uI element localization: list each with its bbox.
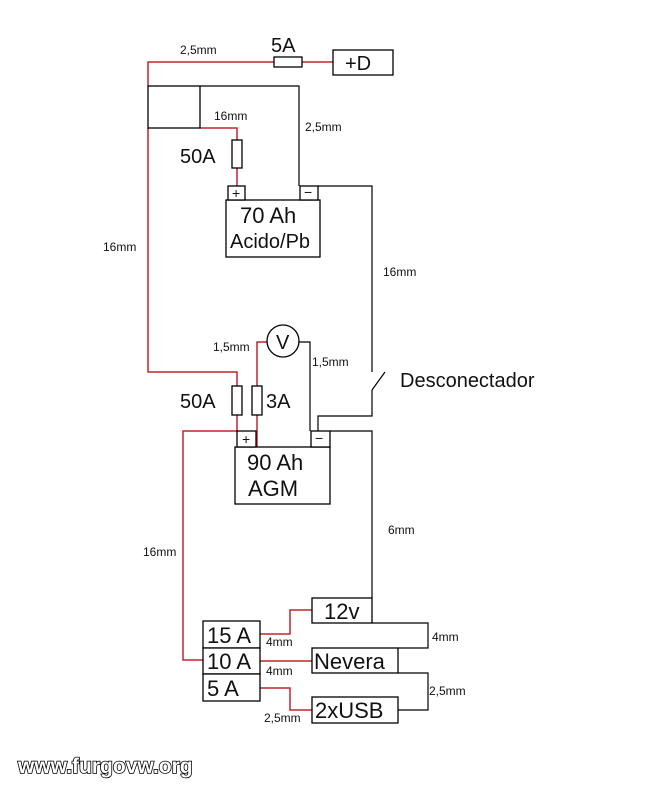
disconnector-label: Desconectador: [400, 370, 535, 392]
plus-d-box: [332, 49, 394, 76]
battery2-plus-terminal: [236, 430, 257, 448]
fuse-3a-body: [251, 385, 263, 416]
output-12v-box: [311, 597, 373, 624]
disconnector-switch-lever: [371, 371, 386, 391]
wire-size-16mm-left: 16mm: [103, 240, 136, 254]
fuse-5a-bottom-box: [202, 673, 261, 702]
fuse-15a-label: 15 A: [207, 623, 251, 648]
wire-size-4mm-right: 4mm: [432, 630, 459, 644]
wire-top-to-5a-fuse: [147, 61, 274, 86]
wire-battery1-neg-16mm: [318, 185, 373, 372]
wire-15a-to-12v: [260, 609, 312, 635]
fuse-50a-2-label: 50A: [180, 391, 216, 413]
voltmeter-label: V: [276, 332, 290, 354]
wire-size-1-5mm-right: 1,5mm: [312, 355, 349, 369]
wire-size-16mm-lower: 16mm: [143, 545, 176, 559]
fuse-50a-2: 50A: [180, 385, 243, 416]
wire-nevera-return: [398, 672, 429, 711]
fuse-5a-top-body: [273, 56, 303, 68]
wire-battery2-to-fuse-block: [182, 430, 237, 661]
wire-size-16mm-top: 16mm: [214, 109, 247, 123]
fuse-50a-1: 50A: [180, 139, 243, 169]
battery1-plus-sign: +: [232, 185, 240, 201]
fuse-5a-bottom-label: 5 A: [207, 676, 239, 701]
voltmeter-circle: [266, 324, 300, 358]
battery1-minus-sign: −: [304, 184, 312, 200]
output-12v-label: 12v: [324, 599, 359, 624]
output-12v: 12v: [311, 597, 373, 624]
plus-d-label: +D: [345, 53, 371, 75]
battery1-minus-terminal: [299, 185, 319, 201]
voltmeter: V: [266, 324, 300, 358]
fuse-5a-top: 5A: [271, 35, 303, 68]
positive-wires: [147, 61, 333, 711]
battery2-body: [234, 446, 331, 505]
wire-size-4mm-b: 4mm: [266, 664, 293, 678]
wire-5a-to-usb: [260, 687, 312, 711]
output-nevera: Nevera: [311, 647, 399, 674]
fuse-10a-box: [202, 647, 261, 675]
fuse-15a-box: [202, 620, 261, 649]
wire-junction-top: [200, 85, 300, 186]
fuse-10a-label: 10 A: [207, 649, 251, 674]
fuse-3a-label: 3A: [266, 391, 291, 413]
wire-battery2-neg-6mm: [330, 430, 373, 598]
plus-d-terminal: +D: [332, 49, 394, 76]
output-usb: 2xUSB: [311, 696, 399, 724]
battery1-type: Acido/Pb: [230, 231, 310, 253]
wire-size-16mm-right: 16mm: [383, 265, 416, 279]
fuse-5a-top-label: 5A: [271, 35, 296, 57]
battery1-capacity: 70 Ah: [240, 203, 296, 228]
fuse-block: 15 A 10 A 5 A: [202, 620, 261, 702]
battery1-plus-terminal: [227, 185, 246, 201]
wire-voltmeter-to-battery2: [299, 341, 311, 431]
output-usb-label: 2xUSB: [315, 698, 383, 723]
wire-to-50a-fuse-1: [200, 127, 238, 140]
wire-12v-return: [372, 622, 429, 649]
fuse-50a-2-body: [231, 385, 243, 416]
fuse-50a-1-label: 50A: [180, 146, 216, 168]
output-nevera-box: [311, 647, 399, 674]
fuse-3a: 3A: [251, 385, 291, 416]
output-nevera-label: Nevera: [314, 649, 386, 674]
junction-block: [147, 85, 201, 129]
wire-size-4mm-a: 4mm: [266, 635, 293, 649]
wire-disconnector-to-battery2: [317, 390, 373, 431]
battery-70ah: + − 70 Ah Acido/Pb: [225, 184, 321, 258]
wire-3a-fuse-to-voltmeter: [256, 341, 267, 386]
wire-main-left-16mm: [147, 128, 238, 386]
output-usb-box: [311, 696, 399, 724]
battery2-capacity: 90 Ah: [247, 450, 303, 475]
wire-size-2-5mm-right: 2,5mm: [305, 120, 342, 134]
wire-size-2-5mm-usb-left: 2,5mm: [264, 711, 301, 725]
wire-size-labels: 2,5mm 16mm 2,5mm 16mm 16mm 1,5mm 1,5mm 1…: [103, 43, 466, 725]
battery2-type: AGM: [248, 476, 298, 501]
battery1-body: [225, 199, 321, 258]
wire-size-1-5mm-left: 1,5mm: [213, 340, 250, 354]
wire-size-2-5mm-usb-right: 2,5mm: [429, 684, 466, 698]
wire-size-6mm: 6mm: [388, 523, 415, 537]
battery-90ah: + − 90 Ah AGM: [234, 430, 331, 505]
negative-wires: [147, 85, 429, 711]
battery2-plus-sign: +: [242, 431, 250, 447]
watermark: www.furgovw.org: [17, 755, 193, 778]
battery2-minus-terminal: [310, 430, 331, 448]
wire-size-2-5mm-top: 2,5mm: [180, 43, 217, 57]
battery2-minus-sign: −: [315, 430, 323, 446]
fuse-50a-1-body: [231, 139, 243, 169]
